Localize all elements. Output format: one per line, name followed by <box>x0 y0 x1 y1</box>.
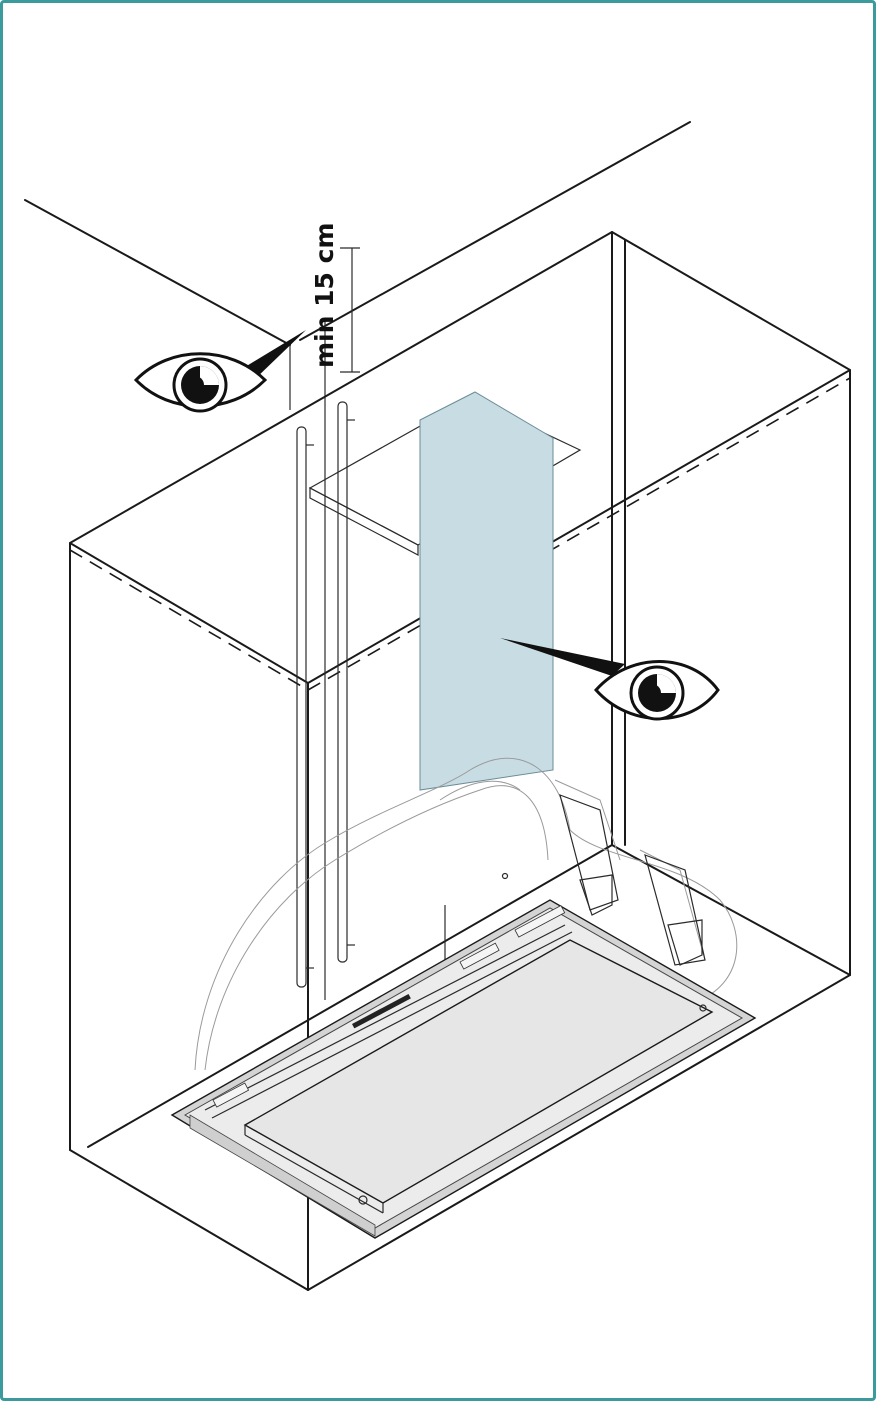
air-duct <box>419 391 554 791</box>
hood-outline-ghost <box>194 757 738 1071</box>
top-opening <box>308 397 582 556</box>
eye-icon <box>133 330 306 413</box>
eye-icon <box>500 638 720 721</box>
dimension-label: min 15 cm <box>310 223 339 368</box>
cabinet-box <box>69 231 851 1291</box>
hood-unit <box>170 899 757 1239</box>
filter-panel <box>243 939 714 1204</box>
mounting-brackets <box>444 794 706 966</box>
dimension-marker: min 15 cm <box>289 223 360 410</box>
door-rods <box>296 400 355 1000</box>
ceiling-lines <box>24 121 691 346</box>
